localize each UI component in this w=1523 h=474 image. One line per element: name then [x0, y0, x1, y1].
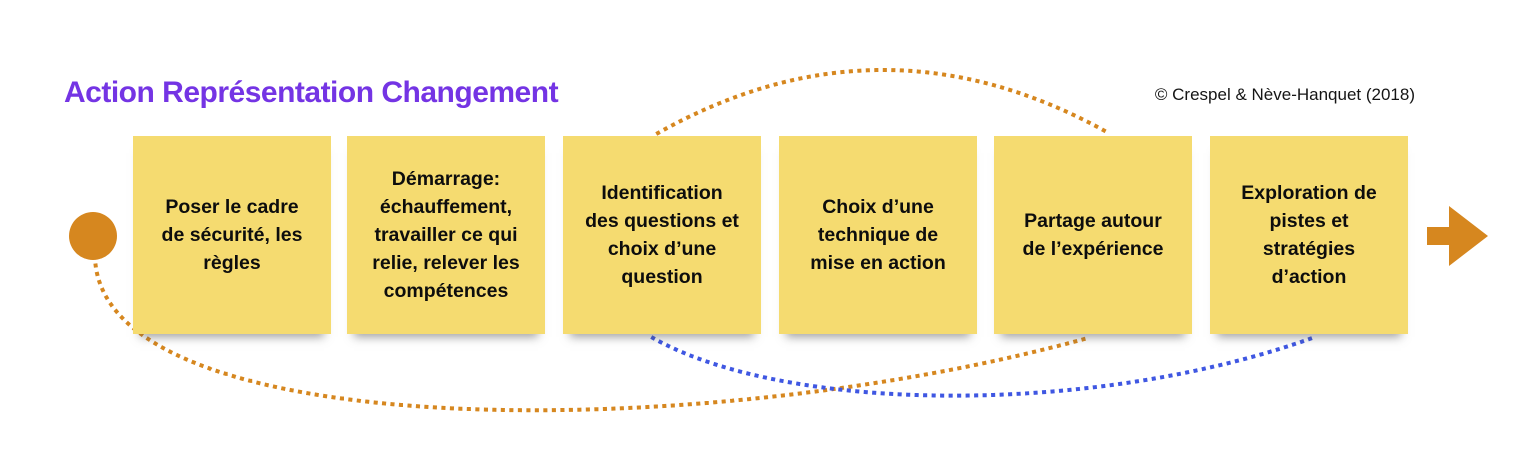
- step-note-4: Choix d’une technique de mise en action: [779, 136, 977, 334]
- step-note-6-label: Exploration de pistes et stratégies d’ac…: [1241, 182, 1377, 288]
- step-note-6: Exploration de pistes et stratégies d’ac…: [1210, 136, 1408, 334]
- step-note-5: Partage autour de l’expérience: [994, 136, 1192, 334]
- copyright-credit: © Crespel & Nève-Hanquet (2018): [1154, 85, 1415, 104]
- step-note-4-label: Choix d’une technique de mise en action: [810, 196, 946, 274]
- step-note-3-label: Identification des questions et choix d’…: [585, 182, 739, 288]
- bottom-blue-dotted-curve: [650, 334, 1318, 398]
- step-note-2-label: Démarrage: échauffement, travailler ce q…: [372, 168, 520, 302]
- step-note-3: Identification des questions et choix d’…: [563, 136, 761, 334]
- step-note-2: Démarrage: échauffement, travailler ce q…: [347, 136, 545, 334]
- end-arrow-right-icon: [1427, 206, 1488, 266]
- top-orange-dotted-arc: [655, 68, 1108, 136]
- step-note-1: Poser le cadre de sécurité, les règles: [133, 136, 331, 334]
- page-title: Action Représentation Changement: [64, 76, 559, 109]
- start-circle-marker: [69, 212, 117, 260]
- step-note-1-label: Poser le cadre de sécurité, les règles: [161, 196, 303, 274]
- step-note-5-label: Partage autour de l’expérience: [1022, 210, 1164, 260]
